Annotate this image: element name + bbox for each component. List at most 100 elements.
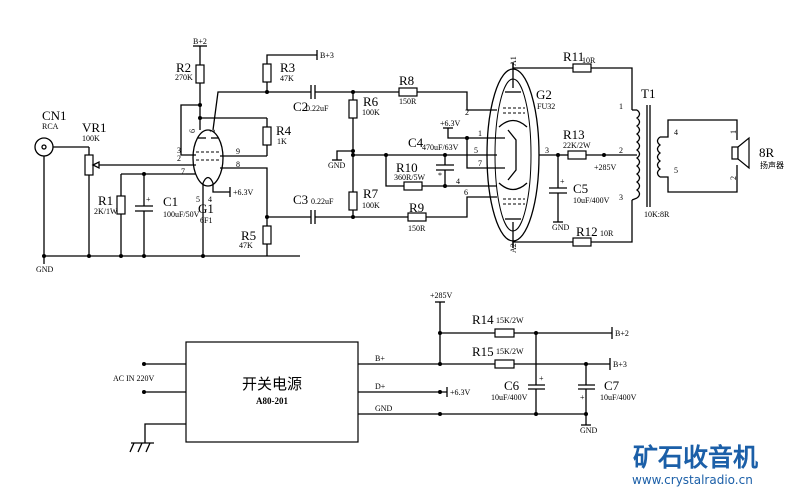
r13-ref: R13 — [563, 127, 585, 142]
r1-value: 2K/1W — [94, 207, 118, 216]
svg-text:2: 2 — [465, 108, 469, 117]
vr1-ref: VR1 — [82, 120, 107, 135]
svg-text:6: 6 — [464, 188, 468, 197]
svg-text:3: 3 — [545, 146, 549, 155]
r5-resistor — [262, 217, 272, 256]
svg-text:4: 4 — [456, 177, 460, 186]
svg-text:5: 5 — [674, 166, 678, 175]
c7-value: 10uF/400V — [600, 393, 637, 402]
r14-ref: R14 — [472, 312, 494, 327]
svg-text:7: 7 — [478, 159, 482, 168]
c2-ref: C2 — [293, 99, 308, 114]
cn1-rca-jack — [34, 137, 89, 256]
c5-capacitor — [549, 155, 567, 223]
svg-text:A1: A1 — [509, 56, 518, 66]
c1-value: 100uF/50V — [163, 210, 200, 219]
r10-value: 360R/5W — [394, 173, 426, 182]
watermark-url[interactable]: www.crystalradio.cn — [632, 473, 753, 487]
r9-ref: R9 — [409, 200, 424, 215]
b3-label-psu: B+3 — [613, 360, 627, 369]
earth-ground-icon — [129, 423, 186, 453]
speaker-ref: 8R — [759, 145, 775, 160]
r12-value: 10R — [600, 229, 614, 238]
svg-text:8: 8 — [236, 160, 240, 169]
b2-label-psu: B+2 — [615, 329, 629, 338]
psu-model: A80-201 — [256, 396, 288, 406]
r7-value: 100K — [362, 201, 380, 210]
c7-ref: C7 — [604, 378, 620, 393]
c1-capacitor — [135, 174, 153, 256]
gnd-label-input: GND — [36, 265, 54, 274]
speaker-label: 扬声器 — [760, 160, 784, 170]
g1-tube-6f1 — [192, 129, 224, 187]
watermark-logo: 矿石收音机 — [633, 443, 758, 472]
t1-ref: T1 — [641, 86, 655, 101]
r15-value: 15K/2W — [496, 347, 524, 356]
r15-resistor — [494, 359, 515, 369]
svg-text:2: 2 — [177, 154, 181, 163]
c5-ref: C5 — [573, 181, 588, 196]
svg-text:1: 1 — [478, 129, 482, 138]
svg-text:4: 4 — [208, 195, 212, 204]
speaker-icon — [731, 136, 750, 170]
svg-text:+: + — [539, 374, 544, 383]
c5-value: 10uF/400V — [573, 196, 610, 205]
svg-text:2: 2 — [729, 176, 738, 180]
r7-resistor — [348, 186, 358, 217]
r3-ref: R3 — [280, 60, 295, 75]
gnd-label-mid: GND — [328, 161, 346, 170]
r12-resistor — [512, 200, 633, 248]
r10-ref: R10 — [396, 160, 418, 175]
r13-value: 22K/2W — [563, 141, 591, 150]
svg-text:1: 1 — [619, 102, 623, 111]
svg-text:2: 2 — [619, 146, 623, 155]
g2-ref: G2 — [536, 87, 552, 102]
v63-label-psu: +6.3V — [450, 388, 471, 397]
cn1-value: RCA — [42, 122, 59, 131]
c2-value: 0.22uF — [306, 104, 329, 113]
b3-label-r3: B+3 — [320, 51, 334, 60]
r14-value: 15K/2W — [496, 316, 524, 325]
svg-text:4: 4 — [674, 128, 678, 137]
r8-value: 150R — [399, 97, 417, 106]
svg-text:+: + — [580, 393, 585, 402]
c3-ref: C3 — [293, 192, 308, 207]
r5-ref: R5 — [241, 228, 256, 243]
v285-label-psu: +285V — [430, 291, 453, 300]
r6-resistor — [348, 92, 358, 186]
r8-ref: R8 — [399, 73, 414, 88]
c3-value: 0.22uF — [311, 197, 334, 206]
r2-value: 270K — [175, 73, 193, 82]
t1-value: 10K:8R — [644, 210, 670, 219]
gnd-label-psu: GND — [580, 426, 598, 435]
r6-value: 100K — [362, 108, 380, 117]
r1-ref: R1 — [98, 193, 113, 208]
r6-ref: R6 — [363, 94, 379, 109]
c1-ref: C1 — [163, 194, 178, 209]
r11-value: 10R — [582, 56, 596, 65]
r11-resistor — [512, 63, 633, 110]
c6-capacitor — [528, 333, 545, 414]
svg-text:+: + — [560, 177, 565, 186]
psu-box — [185, 341, 359, 443]
psu-out-d: D+ — [375, 382, 386, 391]
svg-text:3: 3 — [177, 146, 181, 155]
vr1-value: 100K — [82, 134, 100, 143]
v63-label-g2: +6.3V — [440, 119, 461, 128]
svg-text:7: 7 — [181, 167, 185, 176]
svg-text:6: 6 — [188, 129, 197, 133]
g2-tube-fu32 — [486, 63, 540, 248]
r12-ref: R12 — [576, 224, 598, 239]
psu-out-b: B+ — [375, 354, 385, 363]
gnd-label-c5: GND — [552, 223, 570, 232]
g1-ref: G1 — [198, 201, 214, 216]
psu-out-gnd: GND — [375, 404, 393, 413]
svg-text:3: 3 — [619, 193, 623, 202]
r3-value: 47K — [280, 74, 294, 83]
r13-resistor — [558, 150, 637, 160]
c4-value: 470uF/63V — [422, 143, 459, 152]
c3-capacitor — [267, 210, 353, 224]
v285-label-r13: +285V — [594, 163, 617, 172]
r14-resistor — [440, 327, 613, 339]
